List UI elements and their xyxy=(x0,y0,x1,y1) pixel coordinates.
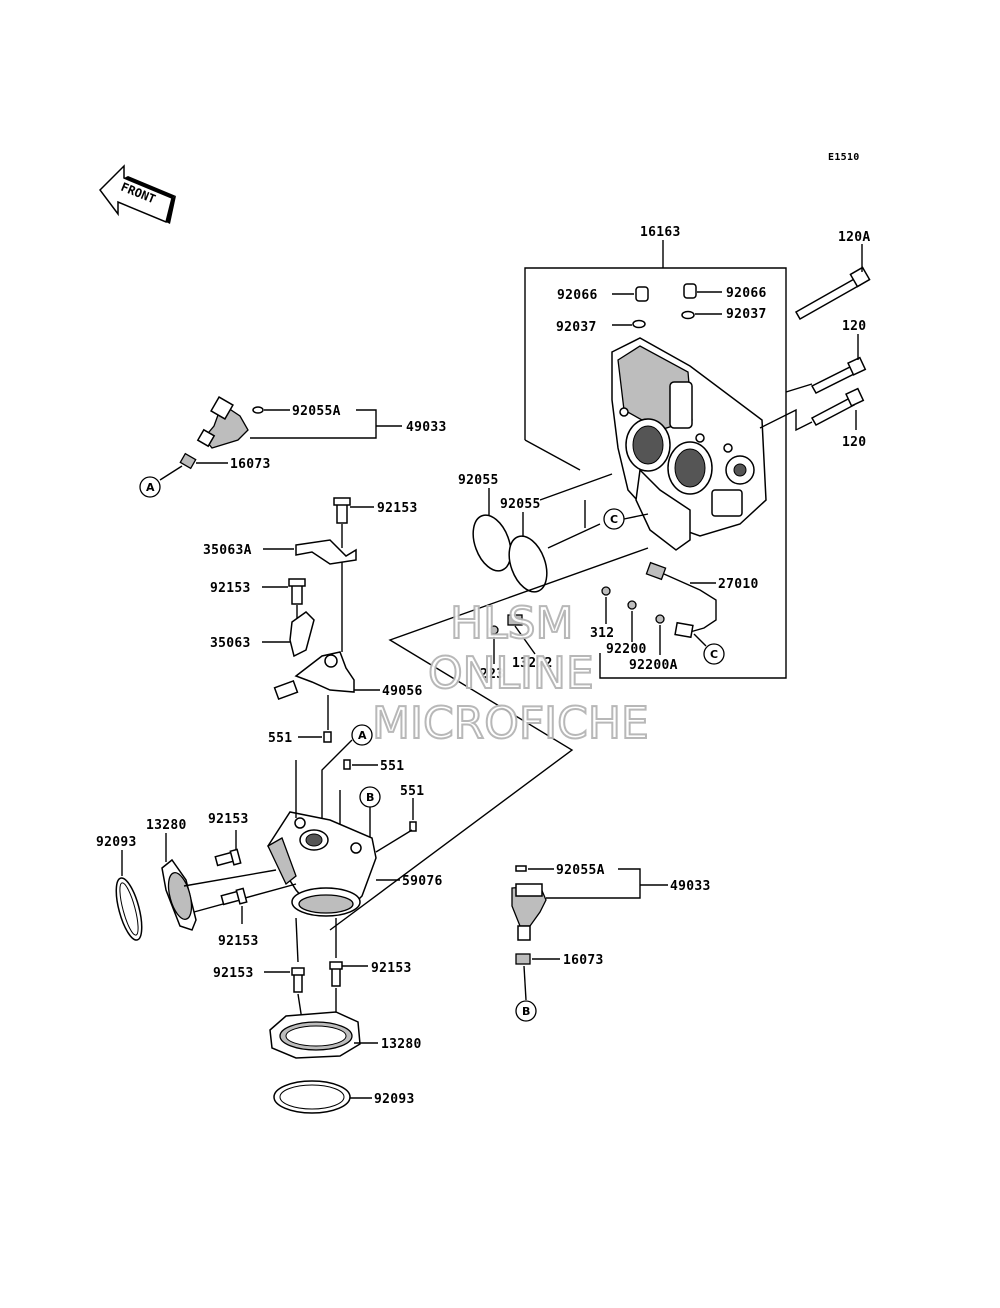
callout-b-bottom xyxy=(515,1000,537,1022)
callout-c-bottom-label: C xyxy=(710,648,718,661)
label-16163: 16163 xyxy=(640,225,681,240)
pin-551-a xyxy=(323,731,332,743)
cap-92066-right xyxy=(683,283,697,299)
seal-16073-top xyxy=(179,452,197,470)
label-92093-bottom: 92093 xyxy=(374,1092,415,1107)
label-92066-left: 92066 xyxy=(557,288,598,303)
pin-551-c xyxy=(409,821,417,832)
diagram-code: E1510 xyxy=(828,152,860,163)
front-arrow-icon: FRONT xyxy=(99,164,176,224)
bolt-92153-c xyxy=(214,848,242,867)
label-92200A: 92200A xyxy=(629,658,678,673)
label-223: 223 xyxy=(480,667,504,682)
injector-49033-top xyxy=(196,396,249,449)
callout-c-top-label: C xyxy=(610,513,618,526)
label-13280-left: 13280 xyxy=(146,818,187,833)
gasket-92055-b xyxy=(508,535,548,593)
label-551-b: 551 xyxy=(380,759,404,774)
flange-13280-bottom xyxy=(269,1011,361,1059)
injector-49033-bottom xyxy=(511,883,547,941)
screw-223 xyxy=(489,625,499,635)
cap-92066-left xyxy=(635,286,649,302)
fuel-pipe-49056 xyxy=(273,651,355,701)
bolt-92153-f xyxy=(329,961,343,987)
bolt-92153-b xyxy=(288,578,306,605)
label-551-a: 551 xyxy=(268,731,292,746)
oring-92037-right xyxy=(681,310,695,320)
label-13272: 13272 xyxy=(512,656,553,671)
callout-b-bottom-label: B xyxy=(522,1005,530,1018)
label-92153-c: 92153 xyxy=(208,812,249,827)
label-92093-left: 92093 xyxy=(96,835,137,850)
label-92055A-top: 92055A xyxy=(292,404,341,419)
label-35063A: 35063A xyxy=(203,543,252,558)
washer-92200 xyxy=(627,600,637,610)
label-13280-bottom: 13280 xyxy=(381,1037,422,1052)
intake-pipe-59076 xyxy=(267,811,377,917)
callout-a-top xyxy=(139,476,161,498)
label-59076: 59076 xyxy=(402,874,443,889)
bolt-120A xyxy=(794,266,871,321)
bracket-35063 xyxy=(289,611,315,658)
watermark-line-3: MICROFICHE xyxy=(372,698,649,749)
assembly-bracket-16163 xyxy=(524,240,787,679)
watermark-line-2: ONLINE xyxy=(428,648,594,699)
label-16073-bottom: 16073 xyxy=(563,953,604,968)
label-92037-right: 92037 xyxy=(726,307,767,322)
pin-551-b xyxy=(343,759,351,770)
callout-b-mid-label: B xyxy=(366,791,374,804)
label-120-top: 120 xyxy=(842,319,866,334)
label-92055-a: 92055 xyxy=(458,473,499,488)
oring-92037-left xyxy=(632,319,646,329)
ring-92093-bottom xyxy=(273,1080,351,1114)
bracket-35063A xyxy=(295,539,357,565)
label-92153-a: 92153 xyxy=(377,501,418,516)
label-49033-top: 49033 xyxy=(406,420,447,435)
oring-92055A-bottom xyxy=(515,865,527,872)
label-27010: 27010 xyxy=(718,577,759,592)
throttle-body-main xyxy=(611,337,767,551)
label-551-c: 551 xyxy=(400,784,424,799)
callout-a-top-label: A xyxy=(146,481,155,494)
gasket-92055-a xyxy=(472,514,512,572)
bolt-92153-a xyxy=(333,497,351,524)
bolt-92153-e xyxy=(291,967,305,993)
label-92066-right: 92066 xyxy=(726,286,767,301)
label-92200: 92200 xyxy=(606,642,647,657)
callout-a-mid xyxy=(351,724,373,746)
bolt-92153-d xyxy=(220,887,248,906)
label-120-bottom: 120 xyxy=(842,435,866,450)
bolt-120-top xyxy=(810,356,867,394)
label-49056: 49056 xyxy=(382,684,423,699)
sensor-27010 xyxy=(645,561,717,639)
label-120A: 120A xyxy=(838,230,871,245)
seal-16073-bottom xyxy=(515,953,531,965)
bolt-120-bottom xyxy=(810,387,865,427)
label-16073-top: 16073 xyxy=(230,457,271,472)
label-92055A-bottom: 92055A xyxy=(556,863,605,878)
label-92037-left: 92037 xyxy=(556,320,597,335)
label-92153-e: 92153 xyxy=(213,966,254,981)
flange-13280-left xyxy=(161,858,197,931)
ring-92093-left xyxy=(115,877,143,941)
callout-c-bottom xyxy=(703,643,725,665)
nut-312 xyxy=(601,586,611,596)
oring-92055A-top xyxy=(252,406,264,414)
label-92153-d: 92153 xyxy=(218,934,259,949)
callout-a-mid-label: A xyxy=(358,729,367,742)
watermark-line-1: HLSM xyxy=(450,598,574,649)
washer-92200A xyxy=(655,614,665,624)
label-49033-bottom: 49033 xyxy=(670,879,711,894)
label-35063: 35063 xyxy=(210,636,251,651)
label-92153-f: 92153 xyxy=(371,961,412,976)
label-92055-b: 92055 xyxy=(500,497,541,512)
label-92153-b: 92153 xyxy=(210,581,251,596)
watermark: HLSM ONLINE MICROFICHE xyxy=(371,597,650,750)
label-312: 312 xyxy=(590,626,614,641)
bracket-13272 xyxy=(507,614,523,626)
